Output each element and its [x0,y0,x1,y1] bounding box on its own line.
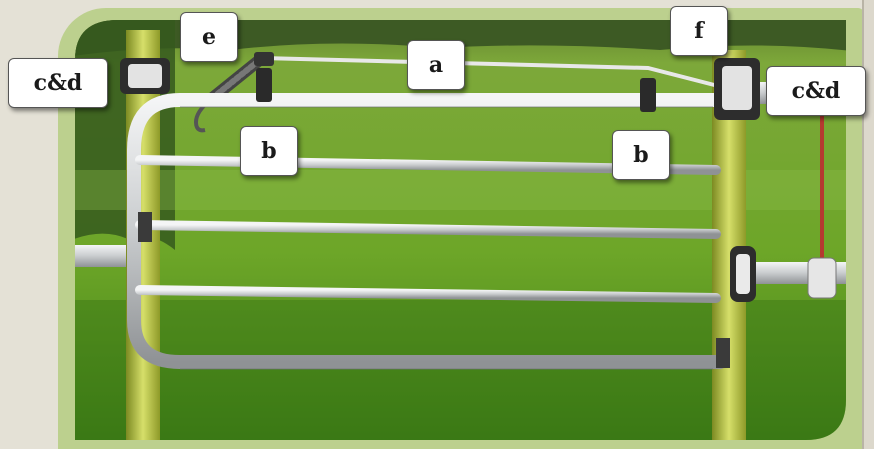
mid-post-insulator-icon [730,246,756,302]
label-f: f [670,6,728,56]
label-cd-left: c&d [8,58,108,108]
label-b-right: b [612,130,670,180]
left-post-insulator-icon [120,58,170,94]
metal-gate [127,92,727,370]
label-b-left: b [240,126,298,176]
right-insulator-icon [807,257,837,299]
treeline [75,20,846,58]
right-post-insulator-icon [714,58,760,120]
top-wire [261,56,727,90]
label-cd-right: c&d [766,66,866,116]
left-fence-rail [75,245,140,267]
left-clip-insulator-icon [256,68,272,102]
gate-hinge-icon [138,212,152,242]
right-clip-insulator-icon [640,78,656,112]
label-e: e [180,12,238,62]
photo-content [75,20,846,440]
label-a: a [407,40,465,90]
gate-latch-icon [716,338,730,368]
